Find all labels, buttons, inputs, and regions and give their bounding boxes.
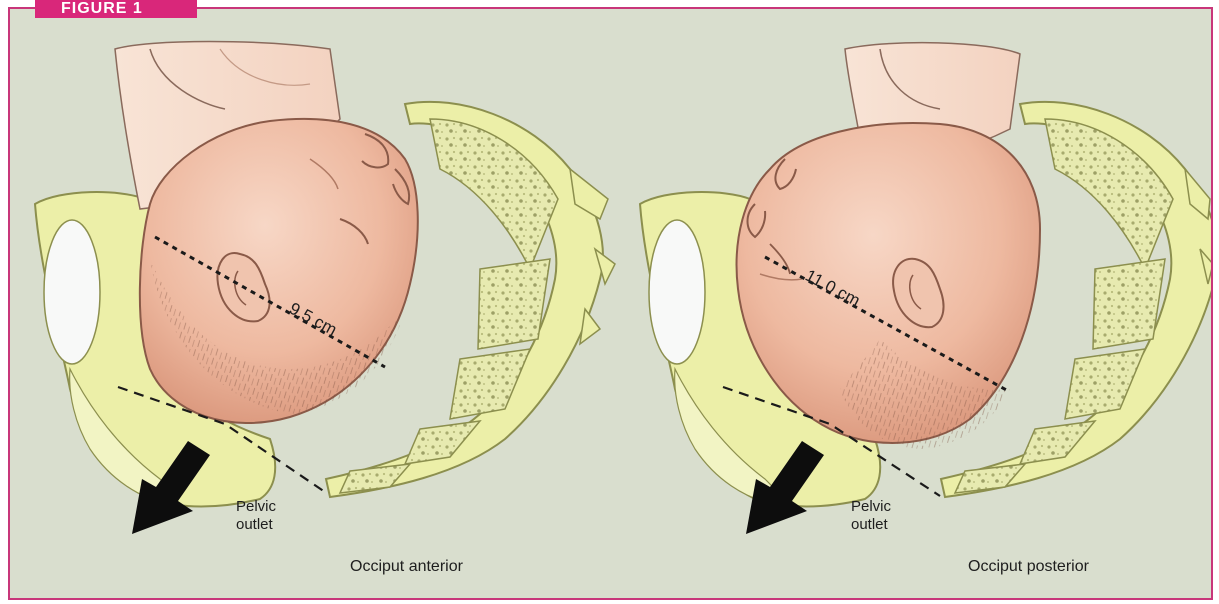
pelvic-outlet-label-left-line1: Pelvic <box>236 498 277 515</box>
left-panel: 9.5 cm Pelvic outlet Occiput anterior <box>35 42 615 576</box>
pelvic-outlet-label-left-line2: outlet <box>236 516 274 533</box>
caption-right: Occiput posterior <box>968 558 1090 575</box>
figure-frame: 9.5 cm Pelvic outlet Occiput anterior <box>8 7 1213 600</box>
pubic-symphysis-left <box>44 220 100 364</box>
pelvic-outlet-label-right-line1: Pelvic <box>851 498 892 515</box>
caption-left: Occiput anterior <box>350 558 464 575</box>
figure-tab: FIGURE 1 <box>35 0 197 18</box>
pubic-symphysis-right <box>649 220 705 364</box>
pelvic-outlet-label-right-line2: outlet <box>851 516 889 533</box>
illustration: 9.5 cm Pelvic outlet Occiput anterior <box>10 9 1213 600</box>
right-panel: 11.0 cm Pelvic outlet Occiput posterior <box>640 43 1213 575</box>
